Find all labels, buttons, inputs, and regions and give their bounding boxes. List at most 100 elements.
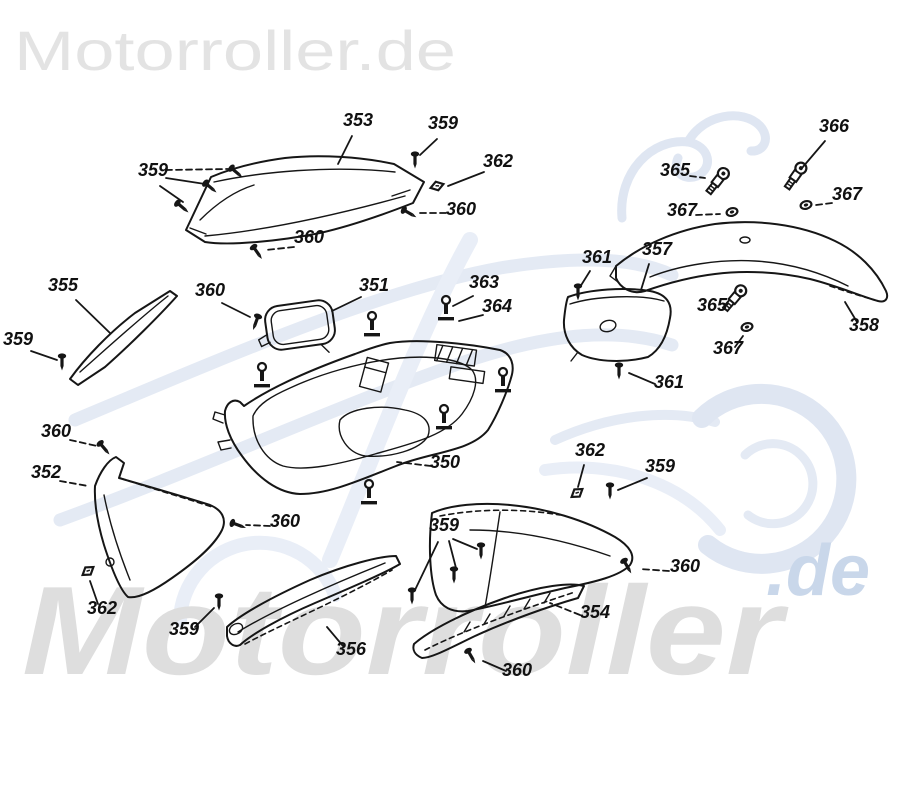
screw-icon: [248, 242, 266, 262]
de-bottom-right-watermark: .de: [766, 531, 870, 611]
leader-line-360: [245, 524, 271, 527]
leader-line-356: [326, 626, 344, 647]
part-label-351-9: 351: [359, 275, 389, 295]
leader-line-354: [549, 602, 581, 616]
leader-line-360: [221, 302, 251, 318]
part-356-left-lower-strip: [226, 555, 401, 647]
watermark-layer: Motorroller.de Motorroller .de: [14, 19, 870, 701]
boltw-icon: [493, 366, 513, 394]
screw-icon: [228, 518, 248, 532]
site-logo-watermark: Motorroller.de: [14, 19, 456, 82]
part-label-360-34: 360: [502, 660, 532, 680]
leader-line-367: [734, 335, 744, 348]
scooter-sketch-watermark: [53, 111, 857, 627]
part-353-rear-top-cover: [185, 155, 425, 245]
leader-line-364: [458, 314, 484, 322]
leader-line-365: [722, 302, 730, 309]
big-bottom-watermark: Motorroller: [22, 560, 789, 701]
leader-line-353: [337, 135, 353, 165]
leader-line-360: [265, 246, 295, 251]
part-label-367-15: 367: [667, 200, 698, 220]
leader-line-361: [579, 270, 591, 288]
part-label-361-12: 361: [582, 247, 612, 267]
screw-icon: [476, 542, 486, 560]
part-354-right-lower-strip: [412, 583, 585, 659]
leader-line-359: [194, 607, 215, 628]
part-label-367-20: 367: [713, 338, 744, 358]
leader-line-363: [452, 295, 474, 307]
leader-line-357: [640, 263, 650, 291]
leader-line-360: [69, 439, 98, 447]
part-label-352-24: 352: [31, 462, 61, 482]
screw-icon: [605, 482, 615, 500]
labels-layer: 353 359 362 360 359 360 355 359 360 351 363 364 361 3…: [3, 110, 879, 680]
part-label-359-27: 359: [169, 619, 199, 639]
screw-icon: [249, 312, 263, 332]
leader-line-351: [331, 296, 362, 312]
leader-line-362: [577, 464, 585, 488]
part-label-356-28: 356: [336, 639, 367, 659]
part-label-360-3: 360: [446, 199, 476, 219]
part-label-362-29: 362: [575, 440, 605, 460]
leader-line-365: [689, 175, 706, 179]
leader-line-367: [695, 213, 721, 216]
leader-line-359: [452, 538, 478, 550]
part-label-364-11: 364: [482, 296, 512, 316]
leader-line-366: [801, 140, 826, 169]
part-label-367-17: 367: [832, 184, 863, 204]
leader-line-359: [617, 477, 648, 491]
clip-icon: [569, 486, 585, 500]
nut-icon: [798, 198, 814, 212]
part-label-357-13: 357: [642, 239, 673, 259]
leader-line-352: [59, 480, 89, 487]
leader-line-358: [844, 301, 858, 323]
part-label-361-21: 361: [654, 372, 684, 392]
leader-line-362: [447, 171, 485, 187]
nut-icon: [724, 205, 740, 219]
part-label-362-2: 362: [483, 151, 513, 171]
leader-line-359: [159, 185, 184, 203]
leader-line-361: [628, 372, 656, 385]
part-label-362-26: 362: [87, 598, 117, 618]
part-label-360-5: 360: [294, 227, 324, 247]
part-354-right-side-panel: [428, 502, 634, 613]
boltw-icon: [252, 361, 272, 389]
part-label-358-18: 358: [849, 315, 879, 335]
part-label-359-4: 359: [138, 160, 168, 180]
leader-line-359: [165, 177, 206, 185]
part-label-363-10: 363: [469, 272, 499, 292]
leader-line-355: [75, 299, 111, 334]
part-label-359-30: 359: [645, 456, 675, 476]
part-352-left-side-panel: [93, 456, 225, 599]
part-label-355-6: 355: [48, 275, 79, 295]
leader-line-360: [482, 660, 507, 672]
clip-icon: [429, 179, 445, 193]
parts-layer: [69, 155, 889, 659]
screw-icon: [57, 353, 67, 371]
leader-line-359: [165, 168, 229, 171]
leader-line-367: [815, 202, 833, 206]
part-label-359-31: 359: [429, 515, 459, 535]
boltw-icon: [362, 310, 382, 338]
screw-icon: [614, 362, 624, 380]
part-357-rear-center-panel: [562, 288, 672, 362]
part-355-left-trim-strip: [69, 290, 178, 386]
leader-line-360: [639, 568, 670, 572]
part-351-access-lid: [257, 299, 336, 353]
leader-line-359: [414, 541, 439, 591]
part-label-360-8: 360: [195, 280, 225, 300]
part-358-grab-rail: [609, 221, 889, 303]
part-label-365-14: 365: [660, 160, 691, 180]
part-label-359-7: 359: [3, 329, 33, 349]
leader-line-359: [448, 540, 457, 569]
part-label-365-19: 365: [697, 295, 728, 315]
part-label-353-0: 353: [343, 110, 373, 130]
part-label-350-22: 350: [430, 452, 460, 472]
leader-line-350: [396, 461, 432, 467]
leader-line-359: [419, 138, 438, 156]
screw-icon: [410, 151, 420, 169]
part-label-354-33: 354: [580, 602, 610, 622]
part-label-360-23: 360: [41, 421, 71, 441]
screw-icon: [95, 438, 113, 458]
